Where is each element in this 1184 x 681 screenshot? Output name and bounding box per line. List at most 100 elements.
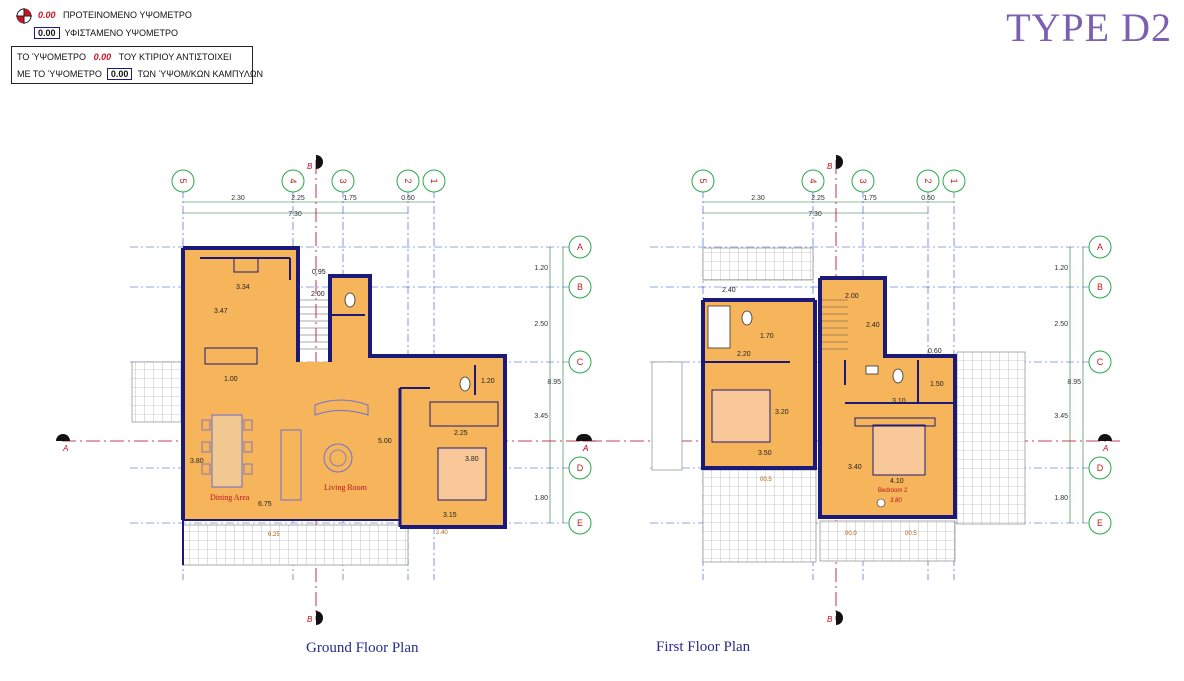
level-mark: 3.80 xyxy=(890,498,902,504)
room-label-dining: Dining Area xyxy=(210,493,250,502)
section-marker-icon xyxy=(836,611,843,625)
axis-label: 2 xyxy=(923,178,933,183)
bottom-dimension: 6.25 xyxy=(268,532,280,538)
room-label-living: Living Room xyxy=(324,483,368,492)
terrace-left xyxy=(131,361,183,423)
bottom-dimension: 00.5 xyxy=(905,531,917,537)
room-dimension: 2.20 xyxy=(737,351,751,358)
note-line-2: ΜΕ ΤΟ ΎΨΟΜΕΤΡΟ 0.00 ΤΩΝ ΎΨΟΜ/ΚΩΝ ΚΑΜΠΥΛΩ… xyxy=(17,68,263,80)
axis-bubble xyxy=(1088,456,1112,480)
top-dimension: 2.25 xyxy=(291,195,305,202)
axis-label: 1 xyxy=(949,178,959,183)
axis-label: C xyxy=(1097,357,1104,367)
section-marker-icon xyxy=(316,611,323,625)
room-dimension: 6.75 xyxy=(258,501,272,508)
kitchen-island xyxy=(204,347,258,365)
room-dimension: 2.40 xyxy=(722,287,736,294)
floor-area xyxy=(183,248,505,527)
room-dimension: 3.40 xyxy=(848,464,862,471)
level-marker-icon xyxy=(16,8,32,24)
axis-bubble xyxy=(331,169,355,193)
side-dimension: 2.50 xyxy=(534,321,548,328)
section-label: B xyxy=(827,615,833,624)
top-dimension: 0.60 xyxy=(921,195,935,202)
legend-existing-value: 0.00 xyxy=(34,27,60,39)
terrace-left xyxy=(651,361,683,471)
legend-existing: 0.00 ΥΦΙΣΤΑΜΕΝΟ ΥΨΟΜΕΤΡΟ xyxy=(34,27,178,39)
coffee-table-icon xyxy=(323,443,353,473)
bed-icon xyxy=(872,424,926,476)
top-dimension: 2.25 xyxy=(811,195,825,202)
axis-bubble xyxy=(851,169,875,193)
bed-icon xyxy=(711,389,771,443)
note-line-2-pre: ΜΕ ΤΟ ΎΨΟΜΕΤΡΟ xyxy=(17,69,102,79)
room-dimension: 1.00 xyxy=(224,376,238,383)
bed-icon xyxy=(437,447,487,501)
axis-label: 5 xyxy=(178,178,188,183)
section-marker-icon xyxy=(316,155,323,169)
axis-label: D xyxy=(577,463,584,473)
axis-label: 5 xyxy=(698,178,708,183)
terrace-right xyxy=(956,351,1026,525)
room-dimension: 3.10 xyxy=(892,398,906,405)
bottom-dimension: 00.0 xyxy=(845,531,857,537)
total-dimension: 7.30 xyxy=(808,211,822,218)
room-dimension: 2.40 xyxy=(866,322,880,329)
side-dimension: 1.20 xyxy=(534,265,548,272)
axis-bubble xyxy=(691,169,715,193)
terrace-bottom xyxy=(182,524,409,566)
room-dimension: 1.20 xyxy=(481,378,495,385)
room-dimension: 3.47 xyxy=(214,308,228,315)
axis-bubble xyxy=(568,350,592,374)
axis-label: 4 xyxy=(288,178,298,183)
top-dimension: 0.60 xyxy=(401,195,415,202)
side-dimension: 1.20 xyxy=(1054,265,1068,272)
ground-floor-caption: Ground Floor Plan xyxy=(306,640,419,656)
total-dimension: 7.30 xyxy=(288,211,302,218)
axis-bubble xyxy=(1088,511,1112,535)
section-label: B xyxy=(307,615,313,624)
wardrobe-icon xyxy=(429,401,499,427)
chair-icon xyxy=(201,419,211,431)
bottom-dimension: 00.5 xyxy=(760,477,772,483)
room-dimension: 5.00 xyxy=(378,438,392,445)
room-dimension: 3.34 xyxy=(236,284,250,291)
axis-label: C xyxy=(577,357,584,367)
section-marker-icon xyxy=(1098,434,1112,441)
axis-label: A xyxy=(1097,242,1103,252)
note-line-2-value: 0.00 xyxy=(106,68,133,80)
level-marker-icon xyxy=(876,498,886,508)
side-total-dimension: 8.95 xyxy=(1067,379,1081,386)
note-line-1-post: ΤΟΥ ΚΤΙΡΙΟΥ ΑΝΤΙΣΤΟΙΧΕΙ xyxy=(118,52,232,62)
terrace-bottom-right xyxy=(819,520,956,562)
axis-label: 2 xyxy=(403,178,413,183)
top-dimension: 2.30 xyxy=(231,195,245,202)
axis-bubble xyxy=(1088,235,1112,259)
axis-label: 1 xyxy=(429,178,439,183)
terrace-top xyxy=(702,247,814,281)
chair-icon xyxy=(243,463,253,475)
top-dimension: 1.75 xyxy=(343,195,357,202)
note-line-1: ΤΟ ΎΨΟΜΕΤΡΟ 0.00 ΤΟΥ ΚΤΙΡΙΟΥ ΑΝΤΙΣΤΟΙΧΕΙ xyxy=(17,52,231,62)
axis-label: D xyxy=(1097,463,1104,473)
toilet-icon xyxy=(459,376,471,392)
section-label: B xyxy=(827,162,833,171)
sink-icon xyxy=(865,365,879,375)
room-dimension: 1.50 xyxy=(930,381,944,388)
side-dimension: 2.50 xyxy=(1054,321,1068,328)
room-dimension: 3.80 xyxy=(190,458,204,465)
axis-label: 3 xyxy=(338,178,348,183)
armchair-icon xyxy=(314,399,369,416)
legend-existing-label: ΥΦΙΣΤΑΜΕΝΟ ΥΨΟΜΕΤΡΟ xyxy=(64,28,178,38)
axis-bubble xyxy=(568,235,592,259)
first-floor-rooms: Bedroom 23.802.401.702.202.002.403.203.5… xyxy=(651,247,1026,563)
chair-icon xyxy=(243,441,253,453)
section-label: A xyxy=(62,444,68,453)
room-dimension: 4.10 xyxy=(890,478,904,485)
sofa-icon xyxy=(280,429,302,501)
note-line-2-post: ΤΩΝ ΎΨΟΜ/ΚΩΝ ΚΑΜΠΥΛΩΝ xyxy=(137,69,264,79)
room-label-bedroom: Bedroom 2 xyxy=(878,488,908,494)
bottom-dimension: 2.40 xyxy=(436,530,448,536)
type-title: TYPE D2 xyxy=(1006,5,1172,50)
